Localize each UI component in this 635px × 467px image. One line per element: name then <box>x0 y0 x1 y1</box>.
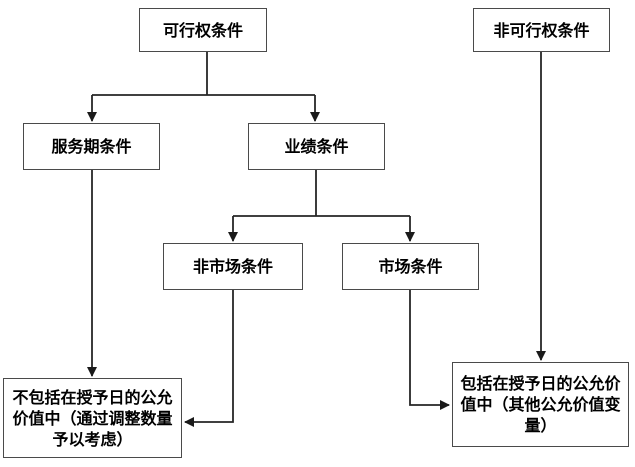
edge-performance-trunk <box>233 170 410 217</box>
node-performance-condition: 业绩条件 <box>248 123 385 170</box>
node-included-in-grant-date-fair-value: 包括在授予日的公允价 值中（其他公允价值变 量） <box>452 362 629 447</box>
node-vesting-conditions: 可行权条件 <box>139 8 267 52</box>
node-non-market-condition: 非市场条件 <box>163 243 303 290</box>
node-excluded-from-grant-date-fair-value: 不包括在授予日的公允 价值中（通过调整数量 予以考虑） <box>3 378 182 458</box>
node-market-condition: 市场条件 <box>342 243 479 290</box>
edge-nonmarket-to-excluded <box>184 290 234 427</box>
node-service-period-condition: 服务期条件 <box>23 123 160 170</box>
node-non-vesting-conditions: 非可行权条件 <box>473 8 610 52</box>
edge-vesting-trunk <box>92 52 315 96</box>
edge-market-to-included <box>409 290 450 410</box>
